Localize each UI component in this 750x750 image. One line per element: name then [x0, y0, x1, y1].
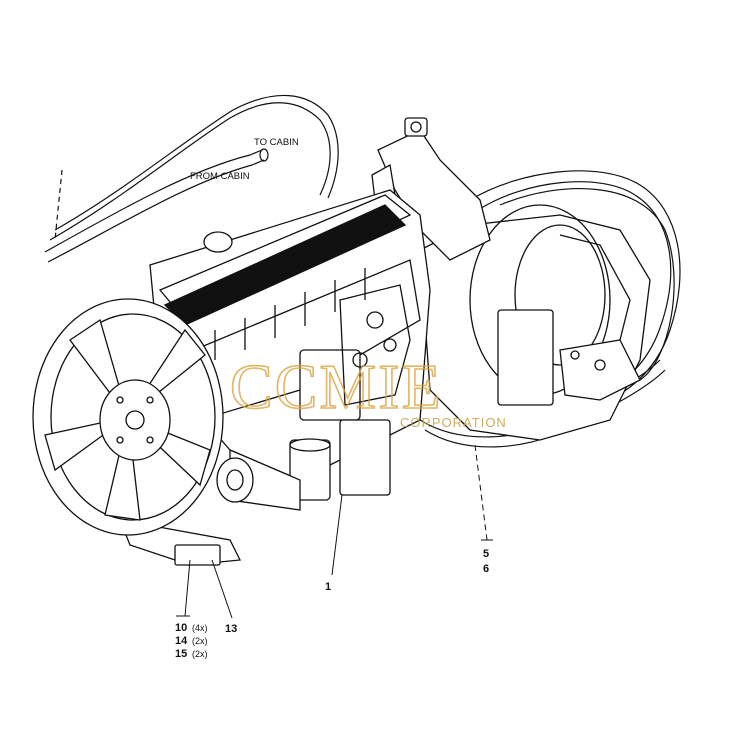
- callout-15-qty: (2x): [192, 649, 208, 659]
- callout-15: 15: [175, 648, 187, 660]
- callout-10: 10: [175, 622, 187, 634]
- leader-lines: [176, 444, 493, 619]
- callout-14: 14: [175, 635, 188, 647]
- callout-14-qty: (2x): [192, 636, 208, 646]
- callout-13: 13: [225, 623, 237, 635]
- label-to-cabin: TO CABIN: [254, 137, 299, 148]
- callout-5: 5: [483, 548, 489, 560]
- cabin-hoses: [44, 94, 339, 263]
- callouts: 1 5 6 13 10 (4x) 14 (2x) 15 (2x): [175, 548, 489, 660]
- engine-mount-bracket: [371, 117, 491, 261]
- cooling-fan: [32, 298, 254, 536]
- watermark-subtext: CORPORATION: [400, 415, 507, 430]
- label-from-cabin: FROM CABIN: [190, 171, 250, 182]
- callout-1: 1: [325, 581, 331, 593]
- callout-6: 6: [483, 563, 489, 575]
- watermark-text: CCMIE: [230, 351, 443, 422]
- transmission-housing: [419, 204, 651, 441]
- watermark: CCMIE CORPORATION: [229, 350, 507, 430]
- callout-10-qty: (4x): [192, 623, 208, 633]
